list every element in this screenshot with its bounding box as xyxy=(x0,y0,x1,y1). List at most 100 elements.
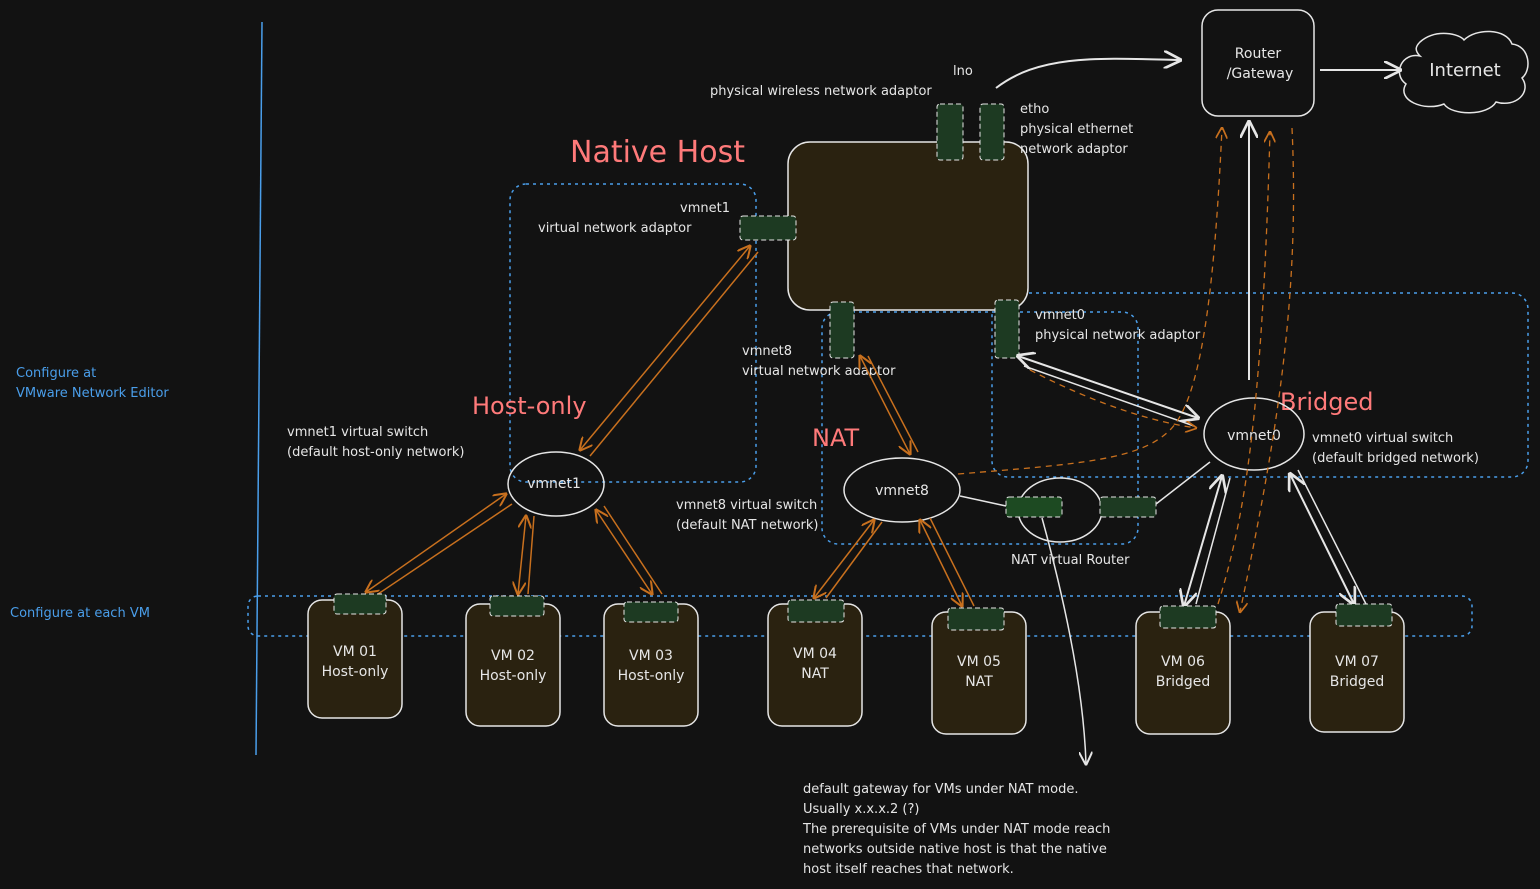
vm-06-nic xyxy=(1159,605,1217,629)
bridged-to-adaptor-dashed xyxy=(1029,369,1196,428)
vmnet8-to-vm05-arrow xyxy=(920,520,962,606)
internet-label: Internet xyxy=(1429,60,1500,81)
bridged-title: Bridged xyxy=(1280,388,1373,416)
vmnet0-adaptor-name: vmnet0 xyxy=(1035,308,1085,323)
nat-router-port-right xyxy=(1099,496,1157,518)
vmnet8-to-vm05-arrow-2 xyxy=(929,517,975,607)
vmnet8-to-vm04-arrow-2 xyxy=(825,521,883,599)
wlan-desc: physical wireless network adaptor xyxy=(710,84,932,99)
vmnet8-switch-desc-1: vmnet8 virtual switch xyxy=(676,498,817,513)
divider-line xyxy=(255,21,263,756)
vm-03-mode: Host-only xyxy=(618,668,685,684)
vmnet1-to-adaptor-arrow-2 xyxy=(589,251,759,457)
vm-07-name: VM 07 xyxy=(1335,654,1379,670)
vm-05-nic xyxy=(947,607,1005,631)
vmnet0-switch-desc-2: (default bridged network) xyxy=(1312,451,1479,466)
vmnet0-adaptor-desc: physical network adaptor xyxy=(1035,328,1201,343)
vm-01: VM 01 Host-only xyxy=(307,593,403,719)
vmnet8-adaptor xyxy=(829,301,855,359)
vmnet8-adaptor-desc: virtual network adaptor xyxy=(742,364,896,379)
vm-06: VM 06 Bridged xyxy=(1135,605,1231,735)
vm-02-mode: Host-only xyxy=(480,668,547,684)
ethernet-adaptor xyxy=(979,103,1005,161)
vmnet8-to-adaptor-arrow xyxy=(860,356,910,454)
router-label-2: /Gateway xyxy=(1227,66,1294,82)
nat-flow-dashed xyxy=(957,128,1222,475)
vmnet1-to-vm01-arrow xyxy=(366,494,506,592)
vmnet1-adaptor xyxy=(739,215,797,241)
vmnet1-to-adaptor-arrow xyxy=(580,246,750,450)
vmnet1-to-vm01-arrow-2 xyxy=(377,503,513,595)
eth-name: etho xyxy=(1020,102,1049,117)
vm-06-mode: Bridged xyxy=(1156,674,1211,690)
vm-03-name: VM 03 xyxy=(629,648,673,664)
vmnet1-switch xyxy=(507,451,605,517)
vmnet1-switch-desc-2: (default host-only network) xyxy=(287,445,464,460)
note-line-5: host itself reaches that network. xyxy=(803,862,1014,877)
vm-07-mode: Bridged xyxy=(1330,674,1385,690)
vmnet0-switch-desc-1: vmnet0 virtual switch xyxy=(1312,431,1453,446)
vmnet0-switch-to-adaptor xyxy=(1018,356,1198,418)
vm-04: VM 04 NAT xyxy=(767,599,863,727)
vm-02-name: VM 02 xyxy=(491,648,535,664)
nat-router-port-left xyxy=(1005,496,1063,518)
note-line-2: Usually x.x.x.2 (?) xyxy=(803,802,919,817)
wireless-adaptor xyxy=(936,103,964,161)
native-host-title: Native Host xyxy=(570,135,745,170)
vmnet0-adaptor xyxy=(994,299,1020,359)
vmnet0-to-vm07-arrow xyxy=(1290,474,1354,604)
vm-05-mode: NAT xyxy=(965,674,993,690)
router-label-1: Router xyxy=(1235,46,1282,62)
vm-05-name: VM 05 xyxy=(957,654,1001,670)
vmnet8-switch-label: vmnet8 xyxy=(875,483,929,499)
vm-04-mode: NAT xyxy=(801,666,829,682)
vmnet8-to-adaptor-arrow-2 xyxy=(867,355,919,453)
vmnet1-switch-desc-1: vmnet1 virtual switch xyxy=(287,425,428,440)
vmnet8-adaptor-name: vmnet8 xyxy=(742,344,792,359)
vmnet1-adaptor-desc: virtual network adaptor xyxy=(538,221,692,236)
vmnet1-to-vm02-arrow xyxy=(518,516,526,594)
vm-07-nic xyxy=(1335,603,1393,627)
bridged-flow-up-dashed xyxy=(1217,132,1270,605)
nat-router-label: NAT virtual Router xyxy=(1011,553,1130,568)
network-editor-label-2: VMware Network Editor xyxy=(16,386,169,401)
vm-06-name: VM 06 xyxy=(1161,654,1205,670)
eth-desc-1: physical ethernet xyxy=(1020,122,1133,137)
vm-04-name: VM 04 xyxy=(793,646,837,662)
native-host-box xyxy=(787,141,1029,311)
bridged-group xyxy=(991,292,1529,478)
vmnet8-switch-desc-2: (default NAT network) xyxy=(676,518,819,533)
note-line-4: networks outside native host is that the… xyxy=(803,842,1107,857)
vmnet1-switch-label: vmnet1 xyxy=(527,476,581,492)
bridged-flow-down-dashed xyxy=(1240,127,1295,612)
vmnet0-switch xyxy=(1203,397,1305,471)
vmnet8-switch xyxy=(843,457,961,523)
network-editor-label-1: Configure at xyxy=(16,366,96,381)
eth-desc-2: network adaptor xyxy=(1020,142,1128,157)
vmnet1-to-vm03-arrow-2 xyxy=(603,505,663,595)
router-box xyxy=(1201,9,1315,117)
note-line-1: default gateway for VMs under NAT mode. xyxy=(803,782,1079,797)
nat-router-to-note-arrow xyxy=(1041,517,1086,764)
vm-04-nic xyxy=(787,599,845,623)
vmnet8-to-nat-router xyxy=(959,495,1007,507)
vmnet1-to-vm03-arrow xyxy=(596,510,652,594)
vmnet1-to-vm02-arrow-2 xyxy=(527,515,535,595)
vm-02: VM 02 Host-only xyxy=(465,595,561,727)
host-only-group xyxy=(509,183,757,483)
vm-01-mode: Host-only xyxy=(322,664,389,680)
vmnet0-switch-to-adaptor-2 xyxy=(1023,365,1195,427)
each-vm-label: Configure at each VM xyxy=(10,606,150,621)
vm-03: VM 03 Host-only xyxy=(603,601,699,727)
vmnet1-adaptor-name: vmnet1 xyxy=(680,201,730,216)
nat-title: NAT xyxy=(812,424,860,452)
vmnet0-to-vm06-arrow-2 xyxy=(1195,477,1231,605)
host-only-title: Host-only xyxy=(472,392,587,420)
nat-group xyxy=(821,311,1139,545)
nat-router-to-vmnet0 xyxy=(1155,461,1211,505)
vmnet0-to-vm07-arrow-2 xyxy=(1297,469,1367,605)
vm-03-nic xyxy=(623,601,679,623)
vm-02-nic xyxy=(489,595,545,617)
vm-05: VM 05 NAT xyxy=(931,607,1027,735)
